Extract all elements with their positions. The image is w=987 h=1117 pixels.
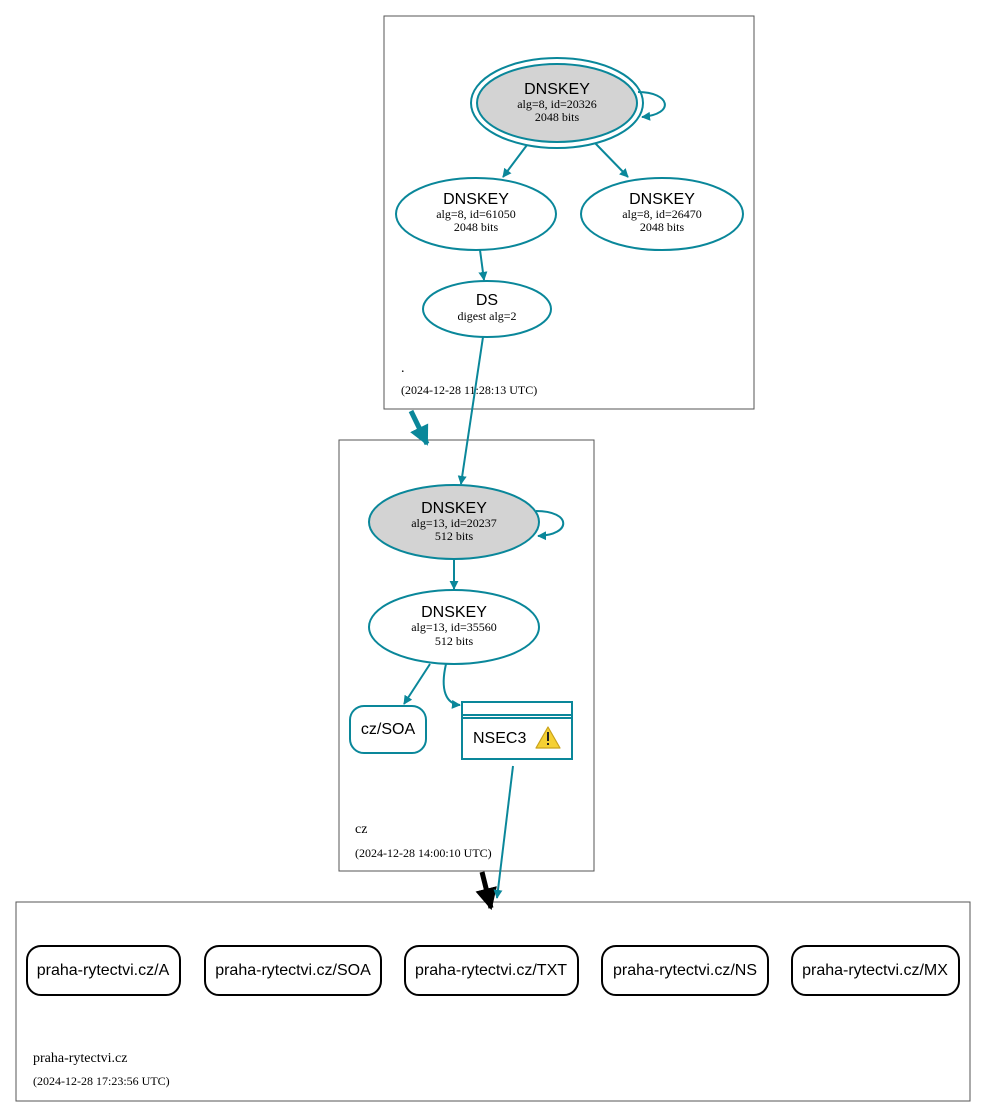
warning-icon xyxy=(535,726,561,749)
praha-record-label: praha-rytectvi.cz/NS xyxy=(613,962,757,979)
cz-zsk-line2: 512 bits xyxy=(435,634,474,648)
edge-root-to-cz-delegation xyxy=(408,409,430,446)
cz-nsec3-node[interactable]: NSEC3 xyxy=(461,701,573,760)
zone-praha-name: praha-rytectvi.cz xyxy=(33,1051,127,1066)
root-zsk1-line2: 2048 bits xyxy=(454,220,499,234)
zone-cz-timestamp: (2024-12-28 14:00:10 UTC) xyxy=(355,846,492,860)
root-ksk-title: DNSKEY xyxy=(524,81,590,98)
root-ds-line1: digest alg=2 xyxy=(457,309,516,323)
zone-praha-timestamp: (2024-12-28 17:23:56 UTC) xyxy=(33,1074,170,1088)
cz-ksk-title: DNSKEY xyxy=(421,500,487,517)
zone-root-box xyxy=(383,15,755,410)
cz-ksk-line1: alg=13, id=20237 xyxy=(411,516,497,530)
edge-cz-zsk-nsec3 xyxy=(442,663,461,709)
edge-root-ds-cz-ksk xyxy=(457,336,484,485)
root-ds-node[interactable]: DS digest alg=2 xyxy=(422,280,552,338)
praha-record-label: praha-rytectvi.cz/SOA xyxy=(215,962,371,979)
edge-nsec3-to-praha xyxy=(493,765,514,899)
praha-record-soa[interactable]: praha-rytectvi.cz/SOA xyxy=(204,945,382,996)
edge-root-ksk-zsk1 xyxy=(502,144,528,178)
praha-record-label: praha-rytectvi.cz/A xyxy=(37,962,170,979)
praha-record-ns[interactable]: praha-rytectvi.cz/NS xyxy=(601,945,769,996)
cz-soa-node[interactable]: cz/SOA xyxy=(349,705,427,754)
praha-record-label: praha-rytectvi.cz/MX xyxy=(802,962,948,979)
root-zsk2-node[interactable]: DNSKEY alg=8, id=26470 2048 bits xyxy=(580,177,744,251)
root-zsk2-line2: 2048 bits xyxy=(640,220,685,234)
cz-zsk-node[interactable]: DNSKEY alg=13, id=35560 512 bits xyxy=(368,589,540,665)
cz-zsk-title: DNSKEY xyxy=(421,604,487,621)
root-ksk-line2: 2048 bits xyxy=(535,110,580,124)
cz-ksk-node[interactable]: DNSKEY alg=13, id=20237 512 bits xyxy=(368,484,540,560)
praha-record-txt[interactable]: praha-rytectvi.cz/TXT xyxy=(404,945,579,996)
root-zsk1-node[interactable]: DNSKEY alg=8, id=61050 2048 bits xyxy=(395,177,557,251)
praha-record-label: praha-rytectvi.cz/TXT xyxy=(415,962,567,979)
cz-soa-label: cz/SOA xyxy=(361,721,416,738)
zone-root-timestamp: (2024-12-28 11:28:13 UTC) xyxy=(401,383,537,397)
edge-root-ksk-self xyxy=(637,91,666,121)
root-ksk-node[interactable]: DNSKEY alg=8, id=20326 2048 bits xyxy=(470,57,644,149)
root-zsk2-line1: alg=8, id=26470 xyxy=(622,207,702,221)
zone-praha-box xyxy=(15,901,971,1102)
root-ds-title: DS xyxy=(476,292,498,309)
root-zsk1-line1: alg=8, id=61050 xyxy=(436,207,516,221)
zone-cz-box xyxy=(338,439,595,872)
zone-root-name: . xyxy=(401,361,405,376)
edge-cz-zsk-soa xyxy=(403,663,431,705)
cz-ksk-line2: 512 bits xyxy=(435,529,474,543)
edge-cz-to-praha-delegation xyxy=(475,871,497,911)
cz-zsk-line1: alg=13, id=35560 xyxy=(411,620,497,634)
praha-record-a[interactable]: praha-rytectvi.cz/A xyxy=(26,945,181,996)
root-zsk2-title: DNSKEY xyxy=(629,191,695,208)
zone-cz-name: cz xyxy=(355,822,367,837)
root-ksk-line1: alg=8, id=20326 xyxy=(517,97,597,111)
edge-root-ksk-zsk2 xyxy=(594,142,629,178)
edge-root-zsk1-ds xyxy=(478,249,488,281)
root-zsk1-title: DNSKEY xyxy=(443,191,509,208)
cz-nsec3-label: NSEC3 xyxy=(473,730,526,747)
edge-cz-ksk-self xyxy=(535,510,565,541)
praha-record-mx[interactable]: praha-rytectvi.cz/MX xyxy=(791,945,960,996)
